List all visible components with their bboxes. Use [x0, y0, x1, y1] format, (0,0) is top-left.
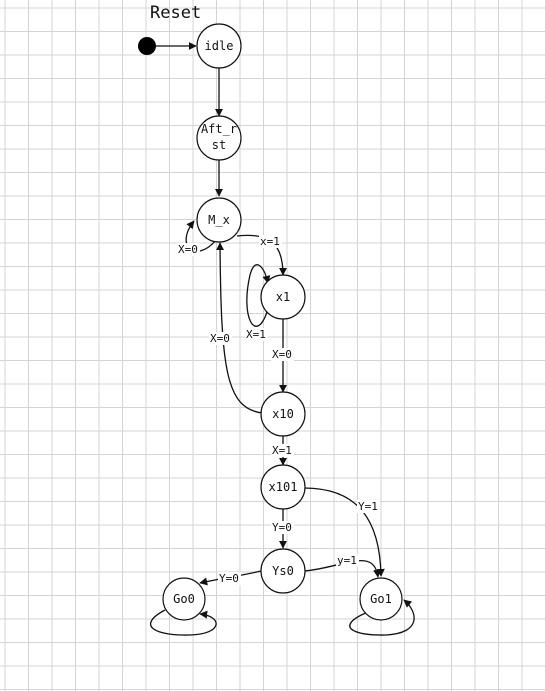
state-go0-label: Go0: [173, 592, 195, 606]
diagram-title: Reset: [150, 3, 201, 23]
state-x10-label: x10: [272, 407, 294, 421]
label-x10-to-x101: X=1: [271, 444, 294, 457]
label-ys0-to-go0: Y=0: [218, 572, 241, 585]
label-x10-to-x101-text: X=1: [272, 444, 292, 457]
state-aft-rst: Aft_r st: [196, 115, 242, 161]
label-ys0-to-go1: y=1: [336, 554, 359, 567]
label-x101-to-ys0-text: Y=0: [272, 521, 292, 534]
state-x101-label: x101: [269, 480, 298, 494]
initial-state-dot: [138, 37, 156, 55]
label-mx-self-text: X=0: [178, 243, 198, 256]
label-x1-self-text: X=1: [246, 328, 266, 341]
state-x101: x101: [260, 464, 306, 510]
edge-x10-to-mx: [216, 242, 263, 414]
state-go1: Go1: [359, 577, 403, 621]
label-x101-to-ys0: Y=0: [271, 521, 294, 534]
label-ys0-to-go0-text: Y=0: [219, 572, 239, 585]
label-mx-to-x1-text: x=1: [260, 235, 280, 248]
label-x1-to-x10-text: X=0: [272, 348, 292, 361]
state-m-x-label: M_x: [208, 213, 230, 227]
edge-x1-self-loop: [246, 264, 271, 327]
state-go0: Go0: [162, 577, 206, 621]
label-x10-to-mx-text: X=0: [210, 332, 230, 345]
state-aft-rst-label-line2: st: [212, 138, 226, 152]
label-x1-self: X=1: [245, 328, 268, 341]
state-aft-rst-label-line1: Aft_r: [201, 122, 237, 136]
state-x1: x1: [260, 274, 306, 320]
label-ys0-to-go1-text: y=1: [337, 554, 357, 567]
label-x10-to-mx: X=0: [209, 332, 232, 345]
edge-go1-self-loop: [349, 599, 415, 636]
label-mx-self: X=0: [177, 243, 200, 256]
state-x1-label: x1: [276, 290, 290, 304]
state-m-x: M_x: [196, 197, 242, 243]
label-x101-to-go1: Y=1: [357, 500, 380, 513]
state-ys0-label: Ys0: [272, 564, 294, 578]
state-idle-label: idle: [205, 39, 234, 53]
label-mx-to-x1: x=1: [259, 235, 282, 248]
label-x101-to-go1-text: Y=1: [358, 500, 378, 513]
state-go1-label: Go1: [370, 592, 392, 606]
edge-go0-self-loop: [150, 609, 217, 636]
label-x1-to-x10: X=0: [271, 348, 294, 361]
state-idle: idle: [196, 23, 242, 69]
state-x10: x10: [260, 391, 306, 437]
state-ys0: Ys0: [260, 548, 306, 594]
